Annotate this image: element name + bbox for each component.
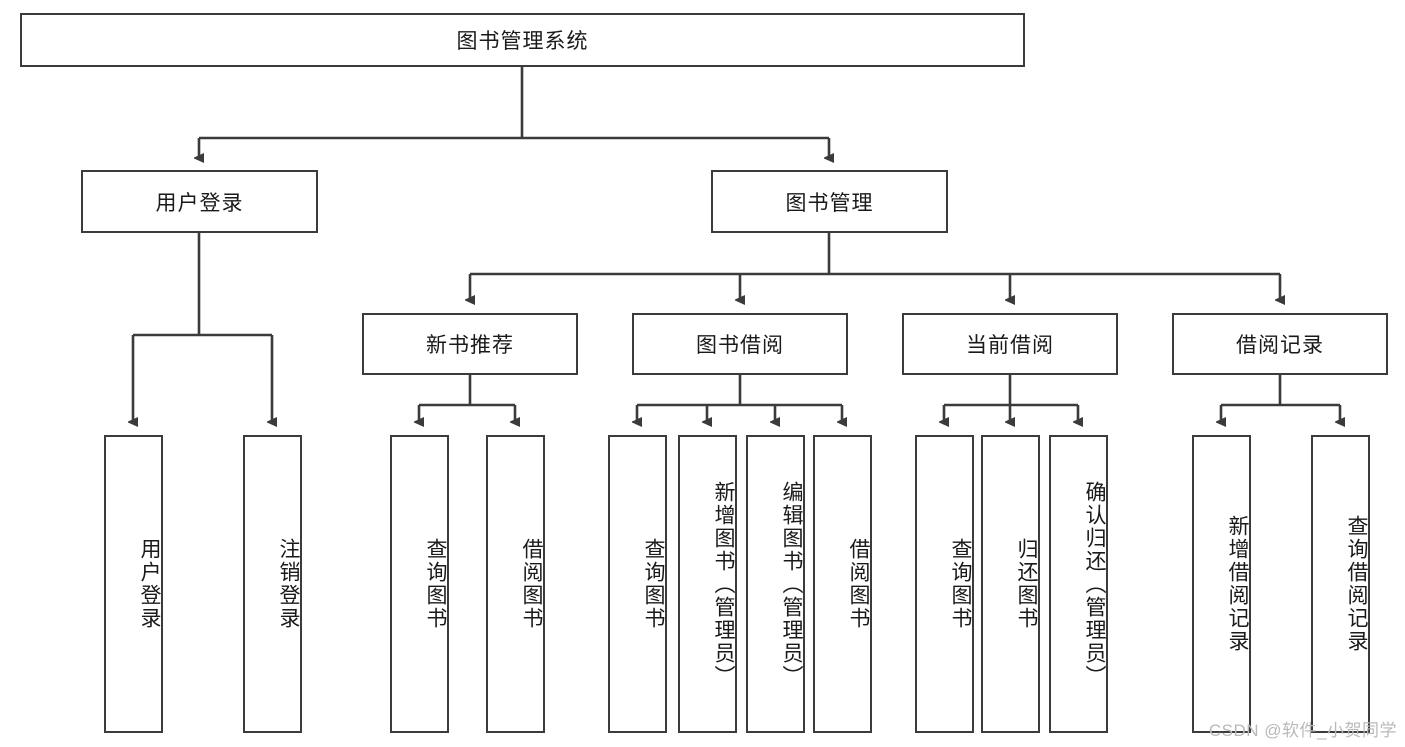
leaf-query-borrowing-record[interactable]: 查询借阅记录 xyxy=(1311,435,1370,733)
node-current-borrowing[interactable]: 当前借阅 xyxy=(902,313,1118,375)
node-label: 借阅图书 xyxy=(520,538,543,630)
leaf-add-book-admin[interactable]: 新增图书（管理员） xyxy=(678,435,737,733)
node-label: 新增图书（管理员） xyxy=(712,480,735,688)
node-label: 当前借阅 xyxy=(966,334,1054,357)
node-label: 图书借阅 xyxy=(696,334,784,357)
node-label: 确认归还（管理员） xyxy=(1083,480,1106,688)
node-label: 查询借阅记录 xyxy=(1345,515,1368,653)
node-label: 借阅图书 xyxy=(847,538,870,630)
node-label: 查询图书 xyxy=(949,538,972,630)
node-book-management[interactable]: 图书管理 xyxy=(711,170,948,233)
leaf-edit-book-admin[interactable]: 编辑图书（管理员） xyxy=(746,435,805,733)
leaf-return-book[interactable]: 归还图书 xyxy=(981,435,1040,733)
node-label: 借阅记录 xyxy=(1236,334,1324,357)
leaf-add-borrowing-record[interactable]: 新增借阅记录 xyxy=(1192,435,1251,733)
node-borrowing-record[interactable]: 借阅记录 xyxy=(1172,313,1388,375)
node-label: 新增借阅记录 xyxy=(1226,515,1249,653)
node-new-book-recommendation[interactable]: 新书推荐 xyxy=(362,313,578,375)
node-label: 图书管理系统 xyxy=(456,30,589,53)
leaf-query-book-borrowing[interactable]: 查询图书 xyxy=(608,435,667,733)
node-label: 注销登录 xyxy=(277,538,300,630)
node-user-login[interactable]: 用户登录 xyxy=(81,170,318,233)
node-book-borrowing[interactable]: 图书借阅 xyxy=(632,313,848,375)
leaf-query-book-current[interactable]: 查询图书 xyxy=(915,435,974,733)
node-label: 查询图书 xyxy=(424,538,447,630)
leaf-borrow-book-recommend[interactable]: 借阅图书 xyxy=(486,435,545,733)
leaf-borrow-book[interactable]: 借阅图书 xyxy=(813,435,872,733)
node-label: 用户登录 xyxy=(138,538,161,630)
leaf-confirm-return-admin[interactable]: 确认归还（管理员） xyxy=(1049,435,1108,733)
leaf-query-book-recommend[interactable]: 查询图书 xyxy=(390,435,449,733)
node-label: 编辑图书（管理员） xyxy=(780,480,803,688)
node-label: 图书管理 xyxy=(785,191,874,215)
leaf-user-login[interactable]: 用户登录 xyxy=(104,435,163,733)
watermark: CSDN @软件_小贺同学 xyxy=(1208,721,1397,740)
node-root[interactable]: 图书管理系统 xyxy=(20,13,1025,67)
node-label: 归还图书 xyxy=(1015,538,1038,630)
leaf-logout[interactable]: 注销登录 xyxy=(243,435,302,733)
node-label: 用户登录 xyxy=(155,191,244,215)
node-label: 新书推荐 xyxy=(426,334,514,357)
node-label: 查询图书 xyxy=(642,538,665,630)
